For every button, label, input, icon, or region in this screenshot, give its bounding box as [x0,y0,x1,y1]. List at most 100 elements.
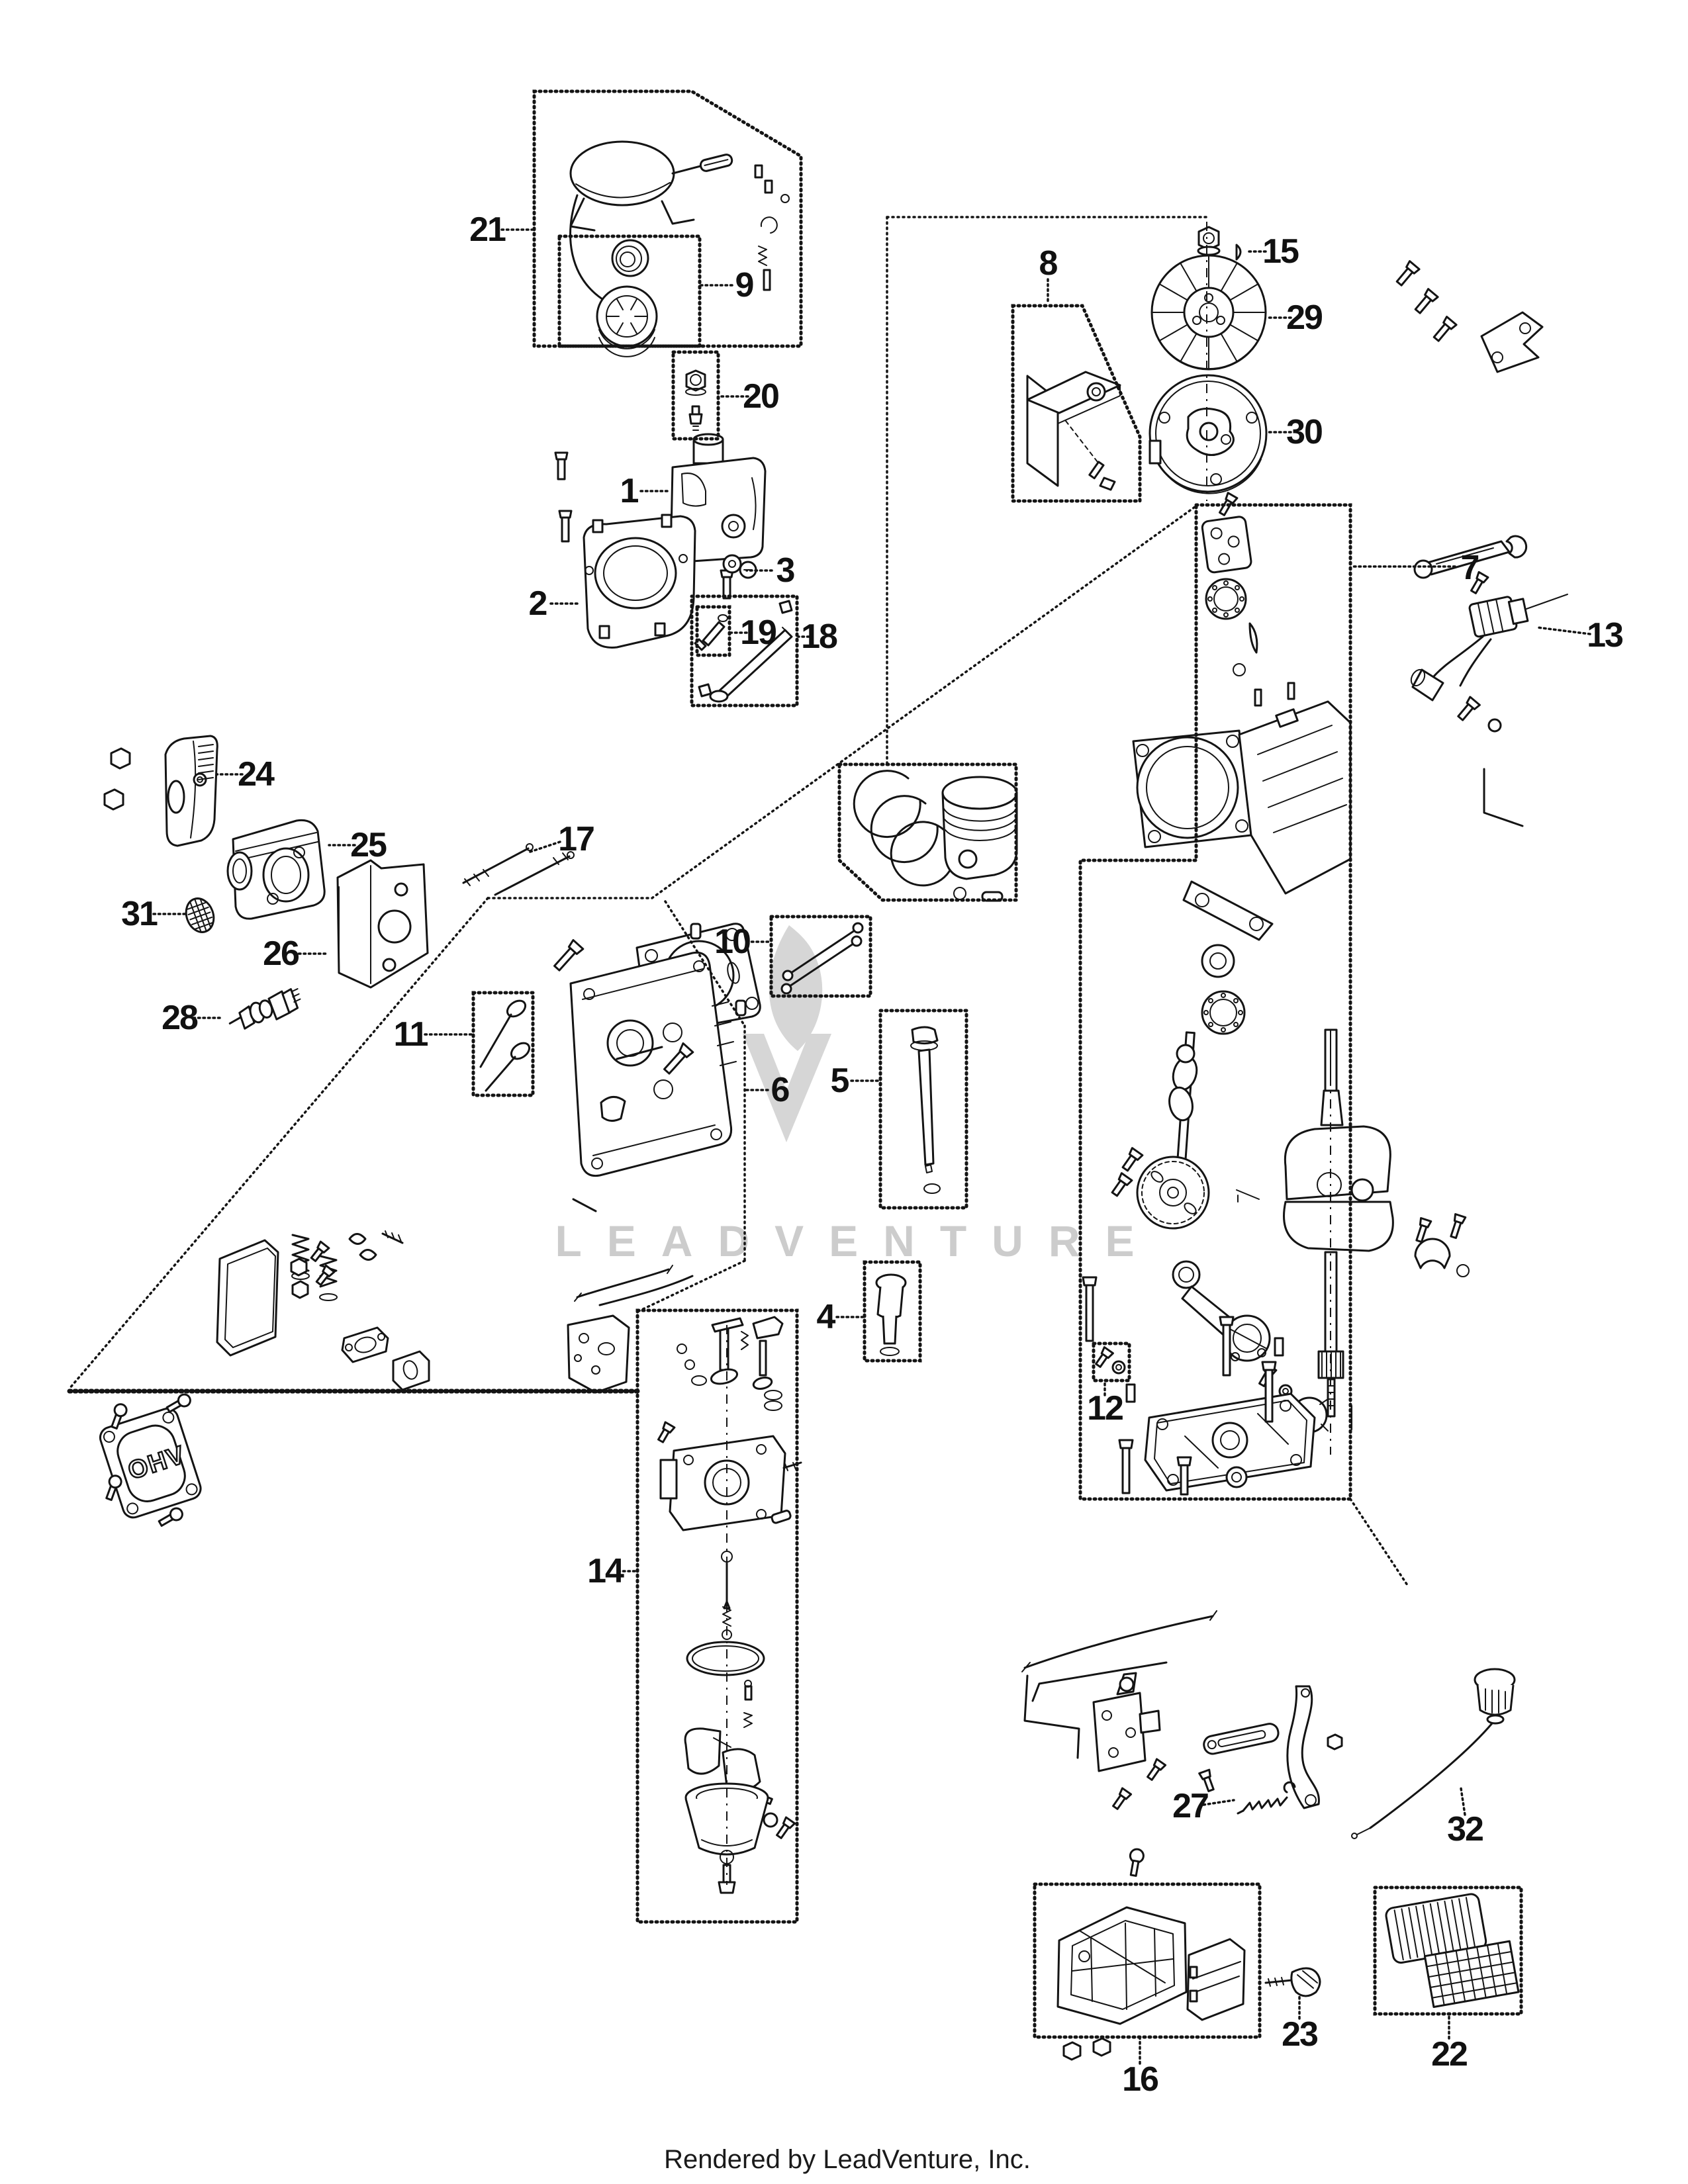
dipstick-inner-bolt [694,614,728,651]
air-filter-elements [1385,1893,1520,2009]
section-boundary-line [1349,1498,1410,1588]
flywheel-key [1235,244,1242,261]
ignition-coil [1410,570,1568,702]
dipstick-tube-box [690,594,799,707]
spark-plug [228,988,301,1030]
blower-housing [554,451,734,649]
part-number-4: 4 [817,1298,836,1336]
throttle-linkage [1021,1610,1343,1815]
valve-box [471,991,535,1097]
air-cleaner-box [1033,1882,1262,2039]
flywheel-nut [1197,226,1221,256]
part-number-9: 9 [735,266,753,304]
part-number-3: 3 [776,551,795,590]
part-number-callouts: 1234567891011121314151617181920212223242… [121,210,1624,2099]
part-number-24: 24 [238,755,275,794]
part-number-11: 11 [394,1015,428,1054]
head-bolts [553,938,694,1212]
part-number-12: 12 [1087,1389,1123,1428]
cylinder-block [1132,682,1352,941]
carburetor-box [635,1308,799,1924]
washer-set [722,554,757,579]
inlet-screen-cap [185,897,215,933]
carb-bowl [684,1782,796,1894]
part-number-15: 15 [1262,232,1299,271]
starter-pulley [596,239,658,357]
filter-box [1373,1886,1523,2016]
watermark: LEADVENTURE [555,925,1159,1265]
section-boundary-line [68,897,489,1390]
governor-spring [1237,1781,1296,1815]
oil-tube [910,1026,941,1194]
part-number-7: 7 [1461,549,1479,587]
muffler-heat-shield [103,735,218,847]
part-number-30: 30 [1286,413,1322,451]
mounting-bolts [1395,260,1544,373]
recoil-starter-assembly [569,140,790,300]
part-number-28: 28 [162,999,198,1037]
wing-screw [1264,1967,1321,1997]
part-number-10: 10 [714,923,750,961]
part-number-23: 23 [1282,2015,1318,2054]
recoil-starter-box [532,89,803,348]
exhaust-bracket [336,859,429,989]
flywheel [1149,374,1268,494]
part-number-1: 1 [620,472,639,510]
part-number-19: 19 [740,614,776,652]
watermark-text: LEADVENTURE [555,1216,1159,1265]
dipstick-tube [694,600,793,703]
flywheel-fan [1150,254,1267,371]
push-rod-box [769,915,872,998]
ignition-bracket-box [1011,304,1142,503]
connecting-rod [1172,1260,1271,1362]
rod-cap [1414,1213,1470,1277]
hex-key [1483,768,1524,827]
part-number-21: 21 [469,210,506,249]
part-number-32: 32 [1447,1810,1483,1848]
head-studs [462,843,575,896]
carb-float [684,1727,773,1805]
parts-art: OHV [99,140,1568,2061]
misc-bolt-right [1457,696,1502,733]
part-number-5: 5 [831,1062,849,1100]
carb-body [657,1421,802,1531]
callout-leader-13 [1536,626,1591,635]
carb-linkage-rods [567,1265,694,1394]
section-boundary-line [636,1259,746,1313]
cover-screws [105,1393,191,1527]
section-boxes [67,89,1523,2039]
callout-leader-27 [1202,1799,1235,1806]
part-number-18: 18 [801,617,837,656]
part-number-16: 16 [1122,2060,1158,2099]
carb-float-valve [743,1680,753,1728]
part-number-2: 2 [529,584,547,623]
push-rods [780,922,864,995]
starter-pulley-box [557,234,702,348]
oil-fill-tube [875,1273,907,1356]
piston [941,776,1018,902]
piston-rings [853,770,956,887]
governor-bolt-box [1092,1342,1131,1383]
part-number-26: 26 [263,934,299,973]
choke-cable [1351,1668,1516,1839]
rendered-by-credit: Rendered by LeadVenture, Inc. [664,2145,1031,2174]
pan-bolts [1082,1276,1284,1496]
muffler [226,819,326,920]
part-number-17: 17 [558,820,594,858]
air-cleaner-housing [1056,1848,1246,2061]
fuel-cap-parts [685,369,706,431]
callout-leader-17 [527,841,561,854]
ignition-bracket [1026,371,1121,491]
governor-bolt [1095,1346,1126,1375]
oil-fill-box [863,1260,922,1363]
callout-leader-32 [1460,1787,1466,1816]
oil-tube-box [878,1009,968,1210]
short-block-parts [1082,492,1470,1496]
section-boundary-line [664,900,746,1027]
part-number-22: 22 [1431,2035,1467,2073]
part-number-8: 8 [1039,244,1058,283]
short-block-box [1078,503,1352,1501]
cylinder-head [569,951,737,1177]
